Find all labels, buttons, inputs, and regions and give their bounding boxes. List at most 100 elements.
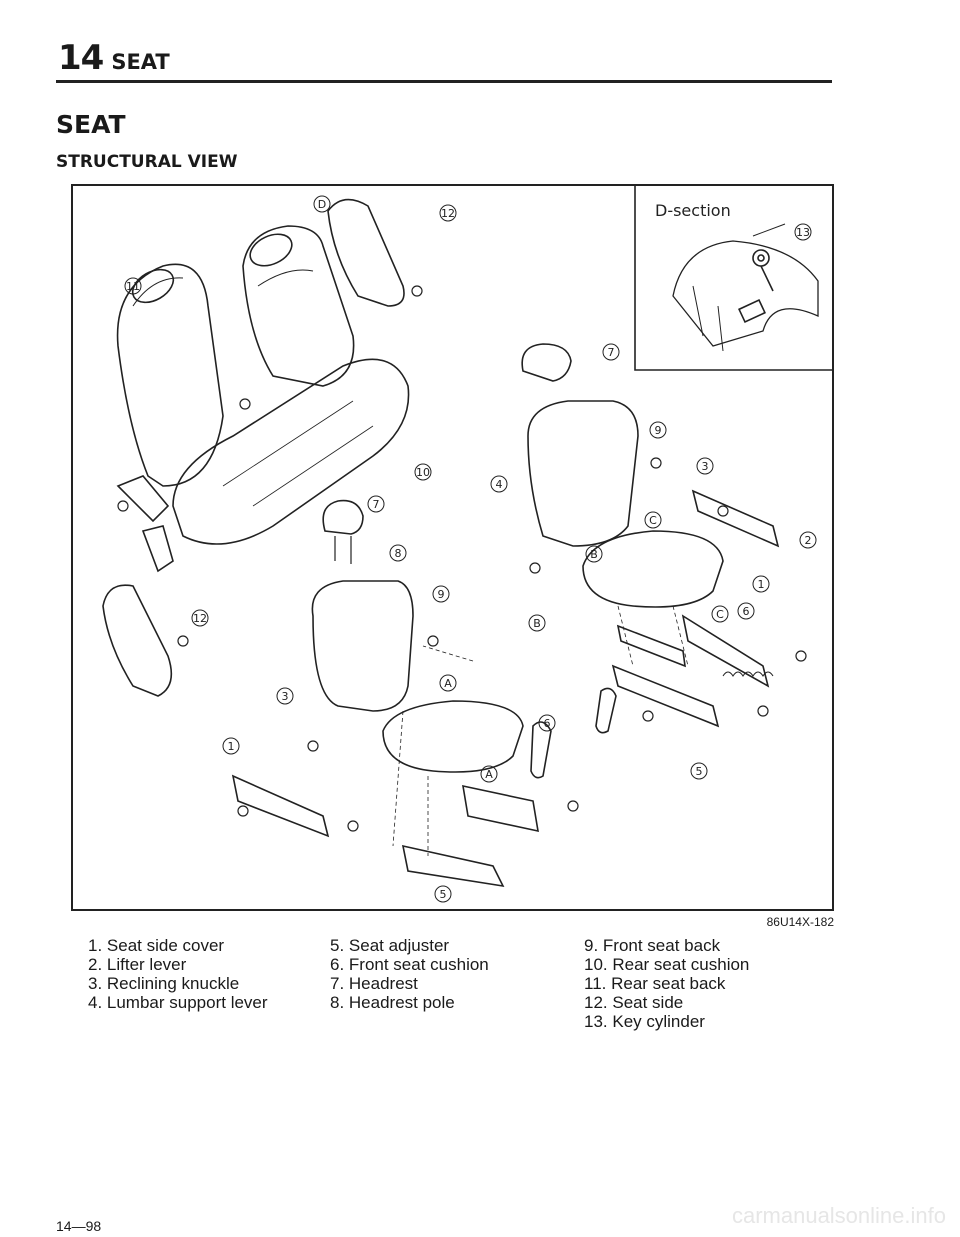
legend-column-3: 9. Front seat back 10. Rear seat cushion…	[584, 936, 749, 1031]
callout-12-a: 12	[439, 204, 457, 222]
front-seat-back-left	[311, 499, 414, 712]
legend-item: 6. Front seat cushion	[330, 955, 489, 974]
svg-text:C: C	[649, 514, 657, 527]
callout-7-b: 7	[602, 343, 620, 361]
seat-adjuster-left-b	[401, 844, 505, 888]
callout-1-a: 1	[222, 737, 240, 755]
callout-9-b: 9	[649, 421, 667, 439]
callout-6-b: 6	[737, 602, 755, 620]
seat-side-upper	[327, 198, 405, 307]
legend-item: 13. Key cylinder	[584, 1012, 705, 1031]
callout-10: 10	[414, 463, 432, 481]
callout-c-2: C	[711, 605, 729, 623]
header-divider	[56, 80, 832, 83]
callout-8: 8	[389, 544, 407, 562]
svg-text:12: 12	[193, 612, 207, 625]
legend-item: 4. Lumbar support lever	[88, 993, 268, 1012]
d-section-inset: D-section	[634, 186, 832, 371]
seat-adjuster-right-b	[611, 664, 720, 728]
callout-c-1: C	[644, 511, 662, 529]
page-number: 14—98	[56, 1218, 102, 1234]
callout-d: D	[313, 195, 331, 213]
callout-13: 13	[794, 223, 812, 241]
headrest-left	[322, 499, 364, 535]
svg-text:6: 6	[544, 717, 551, 730]
assembly-guides	[392, 605, 689, 856]
legend-item: 11. Rear seat back	[584, 974, 726, 993]
subsection-title: STRUCTURAL VIEW	[56, 152, 238, 172]
svg-text:5: 5	[696, 765, 703, 778]
seat-rail-right	[616, 624, 686, 668]
svg-text:A: A	[444, 677, 452, 690]
callout-1-b: 1	[752, 575, 770, 593]
seat-adjuster-left-a	[231, 774, 330, 838]
legend-item: 9. Front seat back	[584, 936, 721, 955]
seat-rail-left	[462, 784, 539, 833]
callout-a-2: A	[480, 765, 498, 783]
front-seat-back-right	[521, 343, 639, 547]
svg-text:1: 1	[758, 578, 765, 591]
lifter-lever-assembly	[691, 489, 780, 548]
callout-11: 11	[124, 277, 142, 295]
watermark: carmanualsonline.info	[731, 1203, 946, 1228]
svg-text:12: 12	[441, 207, 455, 220]
svg-text:9: 9	[655, 424, 662, 437]
front-seat-cushion-right	[582, 530, 724, 608]
callout-b-1: B	[585, 545, 603, 563]
rear-seat-cushion	[172, 358, 410, 545]
legend-item: 7. Headrest	[330, 974, 418, 993]
callout-3-b: 3	[696, 457, 714, 475]
svg-text:13: 13	[796, 226, 810, 239]
rear-hinge-left	[116, 475, 170, 523]
callout-2: 2	[799, 531, 817, 549]
callout-5-a: 5	[434, 885, 452, 903]
legend-item: 8. Headrest pole	[330, 993, 455, 1012]
svg-text:7: 7	[608, 346, 615, 359]
callout-12-b: 12	[191, 609, 209, 627]
svg-text:D: D	[318, 198, 326, 211]
legend-item: 10. Rear seat cushion	[584, 955, 750, 974]
fasteners	[117, 285, 807, 832]
callout-b-2: B	[528, 614, 546, 632]
svg-text:A: A	[485, 768, 493, 781]
legend-item: 5. Seat adjuster	[330, 936, 450, 955]
svg-text:C: C	[716, 608, 724, 621]
svg-text:10: 10	[416, 466, 430, 479]
section-title: SEAT	[56, 110, 126, 139]
callout-3-a: 3	[276, 687, 294, 705]
legend-item: 1. Seat side cover	[88, 936, 225, 955]
chapter-label: SEAT	[111, 50, 170, 74]
svg-text:1: 1	[228, 740, 235, 753]
inset-title: D-section	[655, 201, 731, 220]
seat-adjuster-right	[681, 614, 770, 688]
seat-side-lower	[102, 584, 173, 697]
exploded-seat-diagram: D-section	[71, 184, 834, 911]
legend-column-2: 5. Seat adjuster 6. Front seat cushion 7…	[330, 936, 489, 1012]
callout-layer: 1 1 2 3 3 4 5 5 6 6 7 7 8 9 9 10 11 12 1…	[124, 195, 817, 903]
buckle-right	[595, 687, 617, 734]
svg-text:B: B	[590, 548, 598, 561]
svg-text:8: 8	[395, 547, 402, 560]
front-seat-cushion-left	[382, 700, 524, 773]
svg-text:B: B	[533, 617, 541, 630]
headrest-right	[521, 343, 572, 382]
legend-item: 3. Reclining knuckle	[88, 974, 240, 993]
legend-column-1: 1. Seat side cover 2. Lifter lever 3. Re…	[88, 936, 268, 1012]
callout-6-a: 6	[538, 714, 556, 732]
callout-9-a: 9	[432, 585, 450, 603]
adjuster-spring	[722, 671, 774, 677]
legend-item: 12. Seat side	[584, 993, 684, 1012]
svg-text:3: 3	[702, 460, 709, 473]
legend-item: 2. Lifter lever	[88, 955, 187, 974]
callout-5-b: 5	[690, 762, 708, 780]
callout-7-a: 7	[367, 495, 385, 513]
svg-text:6: 6	[743, 605, 750, 618]
svg-text:4: 4	[496, 478, 503, 491]
rear-seat-back-right	[242, 225, 355, 387]
callout-4: 4	[490, 475, 508, 493]
svg-text:11: 11	[126, 280, 140, 293]
seat-illustration: D-section	[102, 186, 832, 888]
rear-seat-back-left	[116, 263, 224, 487]
svg-text:3: 3	[282, 690, 289, 703]
